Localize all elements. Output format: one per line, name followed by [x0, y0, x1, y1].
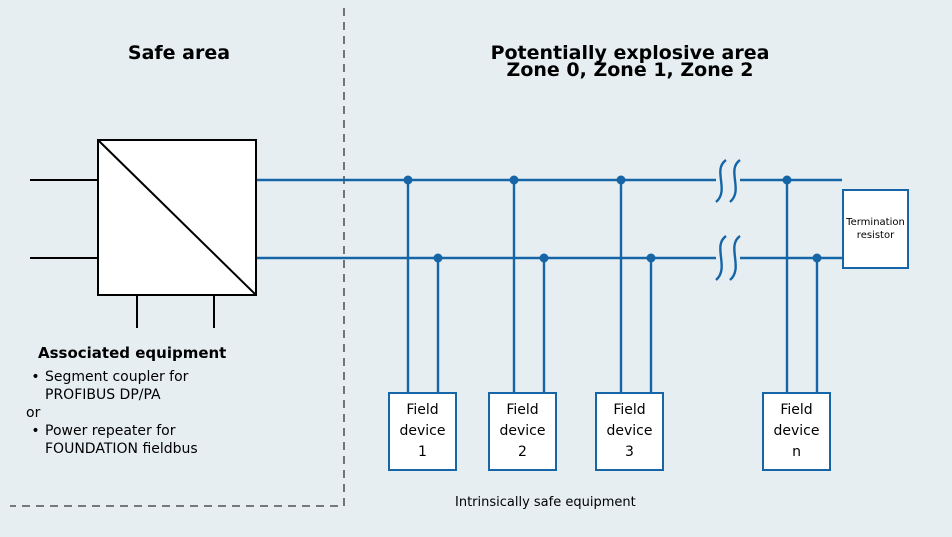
junction-dot	[782, 175, 792, 185]
junction-dot	[616, 175, 626, 185]
junction-dot	[403, 175, 413, 185]
field-device-n: Field device n	[762, 392, 831, 471]
field-device-1: Field device 1	[388, 392, 457, 471]
associated-equipment-separator: or	[26, 405, 41, 421]
intrinsically-safe-label: Intrinsically safe equipment	[455, 495, 636, 510]
safe-area-title: Safe area	[127, 42, 231, 64]
associated-equipment-title: Associated equipment	[38, 344, 227, 362]
associated-equipment-item: •Power repeater for	[26, 422, 326, 440]
break-mark-bottom-right	[729, 235, 741, 281]
hazard-area-title-line2: Zone 0, Zone 1, Zone 2	[506, 59, 754, 81]
junction-dot	[509, 175, 519, 185]
break-mark-bottom-left	[715, 235, 727, 281]
field-device-3: Field device 3	[595, 392, 664, 471]
field-device-2: Field device 2	[488, 392, 557, 471]
termination-resistor: Termination resistor	[842, 189, 909, 269]
break-mark-top-left	[715, 159, 727, 203]
junction-dot	[646, 253, 656, 263]
bullet-icon: •	[31, 423, 40, 439]
bullet-icon: •	[31, 369, 40, 385]
hazard-area-title-line1: Potentially explosive area	[490, 42, 770, 64]
associated-equipment-item: •Segment coupler for	[26, 368, 326, 386]
associated-equipment-block: Associated equipment •Segment coupler fo…	[26, 344, 326, 458]
segment-coupler-diagonal	[97, 139, 257, 296]
junction-dot	[812, 253, 822, 263]
junction-dot	[539, 253, 549, 263]
break-mark-top-right	[729, 159, 741, 203]
junction-dot	[433, 253, 443, 263]
zone-boundary-line	[10, 8, 345, 507]
